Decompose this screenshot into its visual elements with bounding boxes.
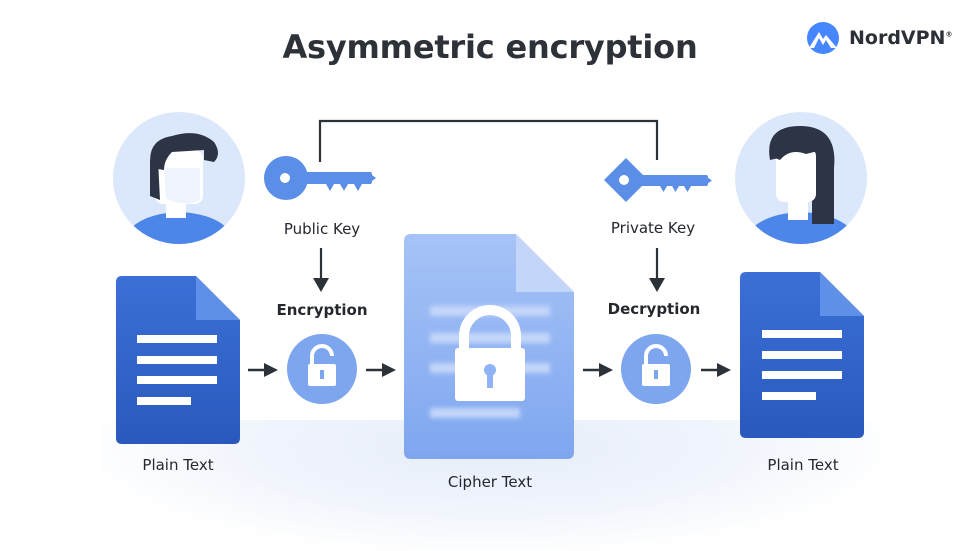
nordvpn-logo: NordVPN®	[803, 20, 952, 56]
sender-avatar	[113, 112, 245, 244]
cipher-text-document	[404, 234, 574, 459]
public-key-hole	[280, 173, 290, 183]
arrow-encrypt-to-cipher	[366, 363, 396, 377]
private-key-hole	[619, 175, 629, 185]
decryption-label: Decryption	[607, 300, 701, 318]
encryption-unlock-icon	[287, 334, 357, 404]
nordvpn-mountain-icon	[807, 22, 839, 54]
padlock-locked-icon	[455, 305, 525, 401]
arrow-doc-to-encrypt	[248, 363, 278, 377]
public-key-label: Public Key	[283, 220, 361, 238]
page-title: Asymmetric encryption	[282, 28, 698, 66]
plain-text-document-left	[116, 276, 240, 444]
private-key-label: Private Key	[610, 219, 696, 237]
recipient-avatar	[735, 112, 867, 244]
encryption-label: Encryption	[276, 301, 368, 319]
down-arrow-right	[649, 248, 665, 292]
arrow-decrypt-to-doc	[701, 363, 731, 377]
arrow-cipher-to-decrypt	[583, 363, 613, 377]
key-connector-line	[318, 119, 659, 162]
cipher-text-label: Cipher Text	[447, 473, 533, 491]
plain-text-left-label: Plain Text	[142, 456, 214, 474]
plain-text-right-label: Plain Text	[767, 456, 839, 474]
brand-name: NordVPN®	[849, 27, 953, 49]
down-arrow-left	[313, 248, 329, 292]
plain-text-document-right	[740, 272, 864, 438]
decryption-unlock-icon	[621, 334, 691, 404]
